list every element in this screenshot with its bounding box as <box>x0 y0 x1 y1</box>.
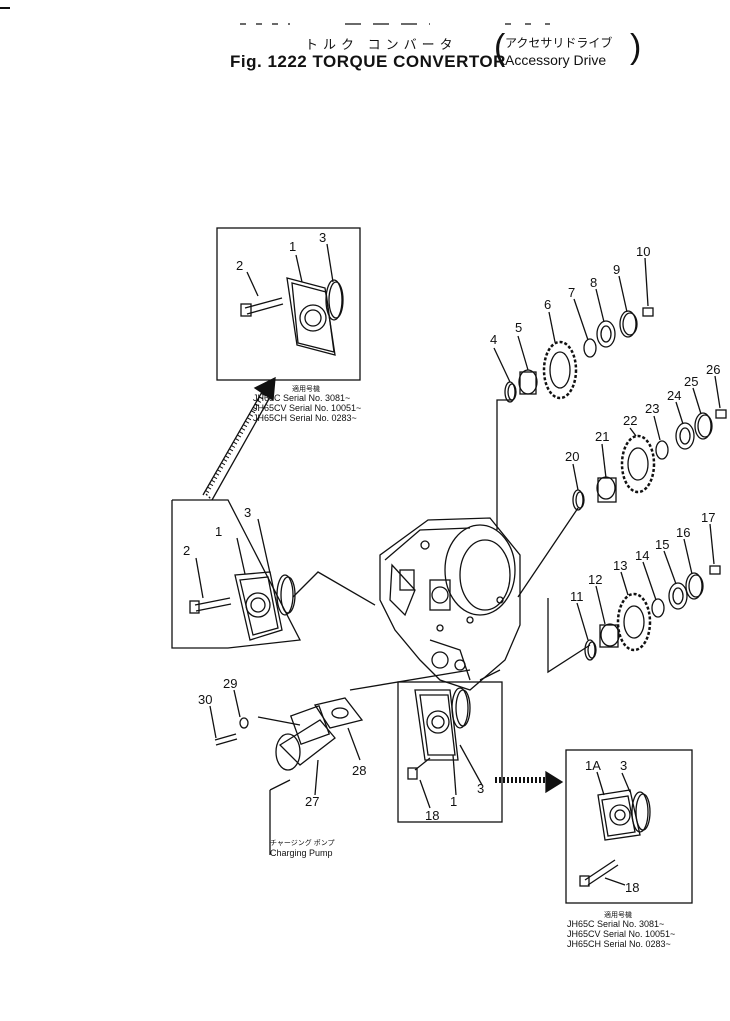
label-part-6: 6 <box>544 297 551 312</box>
hatched-arrow-up <box>202 376 276 501</box>
flange-middle <box>189 571 296 641</box>
hatched-arrow-right <box>495 770 564 794</box>
label-part-2-mid: 2 <box>183 543 190 558</box>
label-part-22: 22 <box>623 413 637 428</box>
serial-bottom-row3: JH65CH Serial No. 0283~ <box>567 939 671 949</box>
label-part-3-top: 3 <box>319 230 326 245</box>
charging-pump <box>214 697 364 771</box>
label-part-2-top: 2 <box>236 258 243 273</box>
label-part-21: 21 <box>595 429 609 444</box>
pump-label-jp: チャージング ポンプ <box>270 838 335 847</box>
flange-bottom-center <box>407 687 471 780</box>
gear-group-middle <box>572 409 727 511</box>
label-part-3-bottom: 3 <box>477 781 484 796</box>
label-part-30: 30 <box>198 692 212 707</box>
inset-box-middle <box>171 499 302 649</box>
label-part-8: 8 <box>590 275 597 290</box>
label-part-23: 23 <box>645 401 659 416</box>
open-paren: ( <box>494 28 506 66</box>
title-japanese: トルク コンバータ <box>305 37 458 52</box>
inset-box-bottom-right <box>565 749 693 904</box>
subtitle-japanese: アクセサリドライブ <box>505 36 613 50</box>
label-part-1-bottom: 1 <box>450 794 457 809</box>
label-part-29: 29 <box>223 676 237 691</box>
label-part-14: 14 <box>635 548 649 563</box>
label-part-20: 20 <box>565 449 579 464</box>
label-part-27: 27 <box>305 794 319 809</box>
label-part-26: 26 <box>706 362 720 377</box>
serial-top-row3: JH65CH Serial No. 0283~ <box>253 413 357 423</box>
figure-title: Fig. 1222 TORQUE CONVERTOR <box>230 52 506 71</box>
pump-label-en: Charging Pump <box>270 848 333 858</box>
torque-converter-housing <box>379 517 521 691</box>
label-part-15: 15 <box>655 537 669 552</box>
label-part-4: 4 <box>490 332 497 347</box>
gear-group-bottom <box>584 565 721 661</box>
serial-top-jp: 適用号機 <box>292 384 320 393</box>
label-part-12: 12 <box>588 572 602 587</box>
label-part-11: 11 <box>570 589 584 604</box>
label-part-9: 9 <box>613 262 620 277</box>
label-part-24: 24 <box>667 388 681 403</box>
label-part-13: 13 <box>613 558 627 573</box>
flange-top-inset <box>240 277 344 356</box>
label-part-16: 16 <box>676 525 690 540</box>
label-part-25: 25 <box>684 374 698 389</box>
label-part-10: 10 <box>636 244 650 259</box>
label-part-18-center: 18 <box>425 808 439 823</box>
serial-bottom-jp: 適用号機 <box>604 910 632 919</box>
close-paren: ) <box>630 28 642 66</box>
inset-box-top <box>216 227 361 381</box>
inset-box-bottom-center <box>397 681 503 823</box>
label-part-3-right: 3 <box>620 758 627 773</box>
label-part-3-mid: 3 <box>244 505 251 520</box>
label-part-17: 17 <box>701 510 715 525</box>
label-part-18-right: 18 <box>625 880 639 895</box>
serial-top-row1: JH65C Serial No. 3081~ <box>253 393 350 403</box>
flange-bottom-right <box>579 789 651 887</box>
serial-bottom-row1: JH65C Serial No. 3081~ <box>567 919 664 929</box>
label-part-1-top: 1 <box>289 239 296 254</box>
serial-bottom-row2: JH65CV Serial No. 10051~ <box>567 929 675 939</box>
label-part-7: 7 <box>568 285 575 300</box>
serial-top-row2: JH65CV Serial No. 10051~ <box>253 403 361 413</box>
label-part-1a: 1A <box>585 758 601 773</box>
gear-group-top <box>504 307 654 403</box>
figure-subtitle: Accessory Drive <box>505 52 607 68</box>
label-part-5: 5 <box>515 320 522 335</box>
label-part-28: 28 <box>352 763 366 778</box>
label-part-1-mid: 1 <box>215 524 222 539</box>
